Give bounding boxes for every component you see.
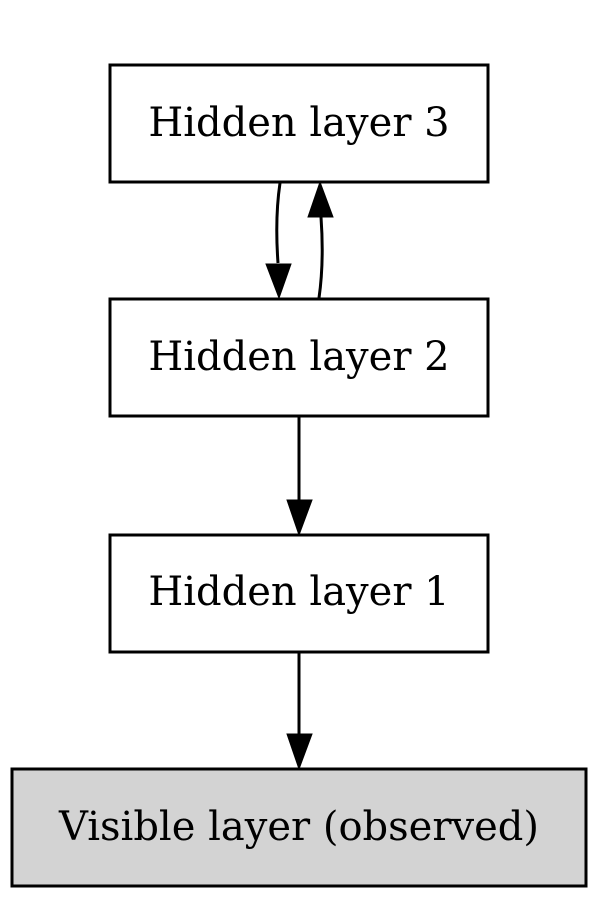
node-hidden-layer-3: Hidden layer 3 (108, 63, 490, 184)
edges (265, 180, 334, 771)
arrowhead-hidden1-to-visible (286, 733, 313, 771)
node-box-hidden-layer-2 (108, 297, 490, 418)
arrowhead-hidden2-to-hidden1 (286, 499, 313, 537)
node-box-hidden-layer-3 (108, 63, 490, 184)
node-hidden-layer-1: Hidden layer 1 (108, 533, 490, 654)
arrowhead-hidden3-to-hidden2 (265, 263, 292, 300)
arrowhead-hidden2-to-hidden3 (307, 180, 334, 218)
edge-hidden3-to-hidden2 (275, 182, 282, 264)
edge-hidden2-to-hidden3 (317, 216, 324, 299)
node-visible-layer: Visible layer (observed) (10, 767, 588, 888)
node-box-visible-layer (10, 767, 588, 888)
node-hidden-layer-2: Hidden layer 2 (108, 297, 490, 418)
node-label-visible-layer: Visible layer (observed) (58, 804, 539, 850)
node-box-hidden-layer-1 (108, 533, 490, 654)
node-label-hidden-layer-2: Hidden layer 2 (148, 334, 449, 380)
node-label-hidden-layer-3: Hidden layer 3 (148, 100, 449, 146)
node-label-hidden-layer-1: Hidden layer 1 (148, 569, 449, 615)
